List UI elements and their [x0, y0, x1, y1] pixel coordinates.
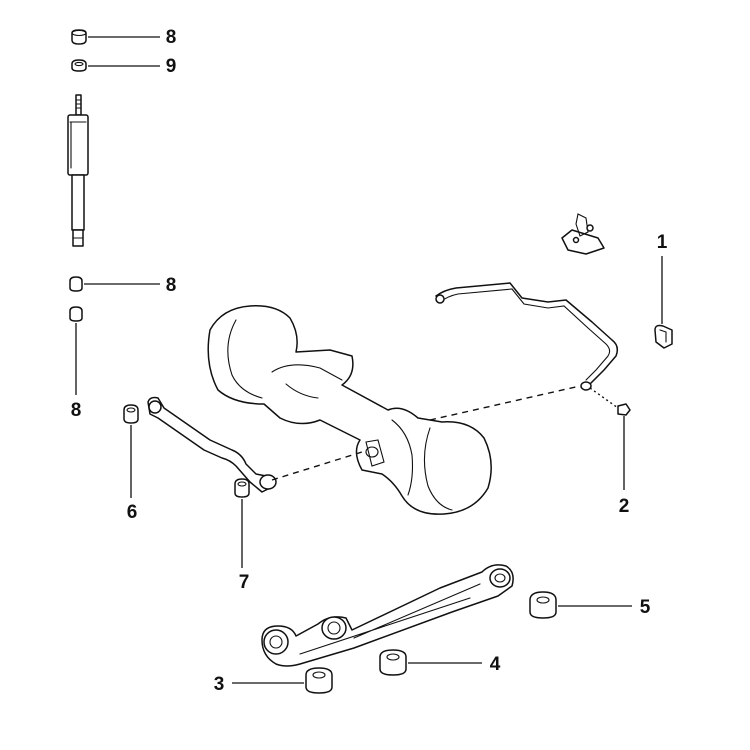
- callout-5: 5: [640, 597, 651, 618]
- stabilizer-bar: [435, 282, 619, 391]
- shock-absorber: [67, 94, 89, 247]
- nut-2: [617, 403, 631, 416]
- callout-6: 6: [127, 502, 138, 523]
- callout-8-top: 8: [166, 27, 177, 48]
- lateral-control-rod: [147, 396, 277, 493]
- lower-bushing-8: [69, 276, 83, 292]
- lower-control-arm: [261, 564, 514, 667]
- washer-9: [71, 59, 87, 72]
- callout-8-middle: 8: [166, 275, 177, 296]
- stabilizer-bushing-1: [654, 324, 673, 349]
- rod-bushing-6: [123, 404, 139, 424]
- arm-bushing-3: [305, 667, 333, 694]
- callout-2: 2: [619, 496, 630, 517]
- rod-bushing-7: [234, 478, 250, 498]
- nut-2-leader-dotted: [589, 387, 619, 409]
- axle-to-stabilizer-dashed-line: [429, 385, 581, 421]
- leader-lines: [75, 36, 663, 684]
- callout-1: 1: [657, 232, 668, 253]
- callout-8-bottom: 8: [71, 400, 82, 421]
- rear-axle-housing: [207, 305, 492, 515]
- stabilizer-bracket: [561, 213, 605, 255]
- callout-3: 3: [214, 674, 225, 695]
- arm-bushing-5: [529, 591, 557, 619]
- upper-bushing-8: [71, 29, 87, 45]
- callout-4: 4: [490, 654, 501, 675]
- bushing-8-bottom: [69, 306, 83, 322]
- arm-bushing-4: [379, 649, 407, 676]
- rod-to-axle-dashed-line: [271, 451, 363, 481]
- callout-9: 9: [166, 56, 177, 77]
- callout-7: 7: [239, 572, 250, 593]
